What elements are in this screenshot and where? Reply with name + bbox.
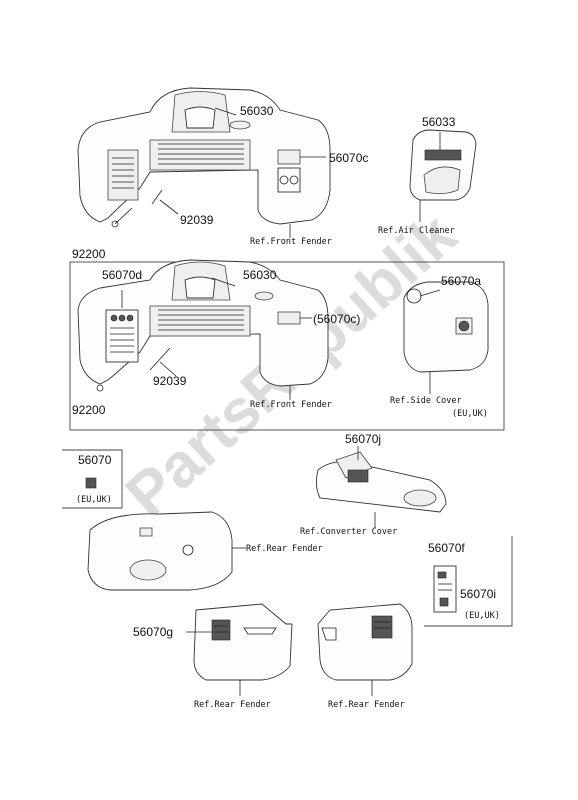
label-56070g-text: 56070g [133,625,173,639]
label-56070c-top-text: 56070c [329,151,368,165]
label-56070d-text: 56070d [102,268,142,282]
ref-front-fender-top: Ref.Front Fender [250,237,332,247]
label-56033-text: 56033 [422,115,456,129]
rear-fender-right [317,603,413,696]
front-fender-middle [77,259,329,400]
eu-uk-56070: (EU,UK) [76,495,112,505]
ref-side-cover: Ref.Side Cover [390,396,462,406]
label-92039-mid: 92039 [153,374,187,388]
label-56033 [424,149,462,161]
label-92200-mid-bottom: 92200 [72,403,106,417]
label-56070g [211,619,231,641]
converter-cover [315,446,447,528]
label-92039-top: 92039 [180,213,214,227]
label-56070j [347,469,369,483]
label-56030-top: 56030 [240,104,274,118]
label-56070-text: 56070 [78,453,112,467]
rear-fender-main [87,511,246,591]
warning-label-top [107,149,139,201]
side-cover [403,281,489,394]
air-cleaner [409,129,477,222]
front-fender-top [77,87,331,238]
ref-rear-fender-main: Ref.Rear Fender [246,544,323,554]
fender-ribs [158,143,244,165]
rear-fender-left [186,603,293,696]
ref-rear-fender-left: Ref.Rear Fender [194,700,271,710]
ref-rear-fender-right: Ref.Rear Fender [328,700,405,710]
label-56070j-text: 56070j [345,432,381,446]
ref-converter-cover: Ref.Converter Cover [300,527,397,537]
label-56070-sticker [85,477,97,489]
region-box-56070 [62,449,123,509]
label-56070i-text: 56070i [460,587,496,601]
label-56070c-mid [277,311,301,325]
label-56070f [371,615,393,639]
label-92200-mid-top: 92200 [72,247,106,261]
region-box-middle [69,261,505,431]
label-56070a-text: 56070a [441,274,481,288]
eu-uk-56070i: (EU,UK) [464,611,500,621]
region-box-56070f [424,536,513,627]
ref-air-cleaner: Ref.Air Cleaner [378,226,455,236]
label-56070c-top [277,149,301,165]
label-56070c-mid-text: (56070c) [313,312,360,326]
label-56070f-text: 56070f [428,541,465,555]
eu-uk-side: (EU,UK) [452,409,488,419]
label-56030-mid: 56030 [243,268,277,282]
ref-front-fender-mid: Ref.Front Fender [250,400,332,410]
